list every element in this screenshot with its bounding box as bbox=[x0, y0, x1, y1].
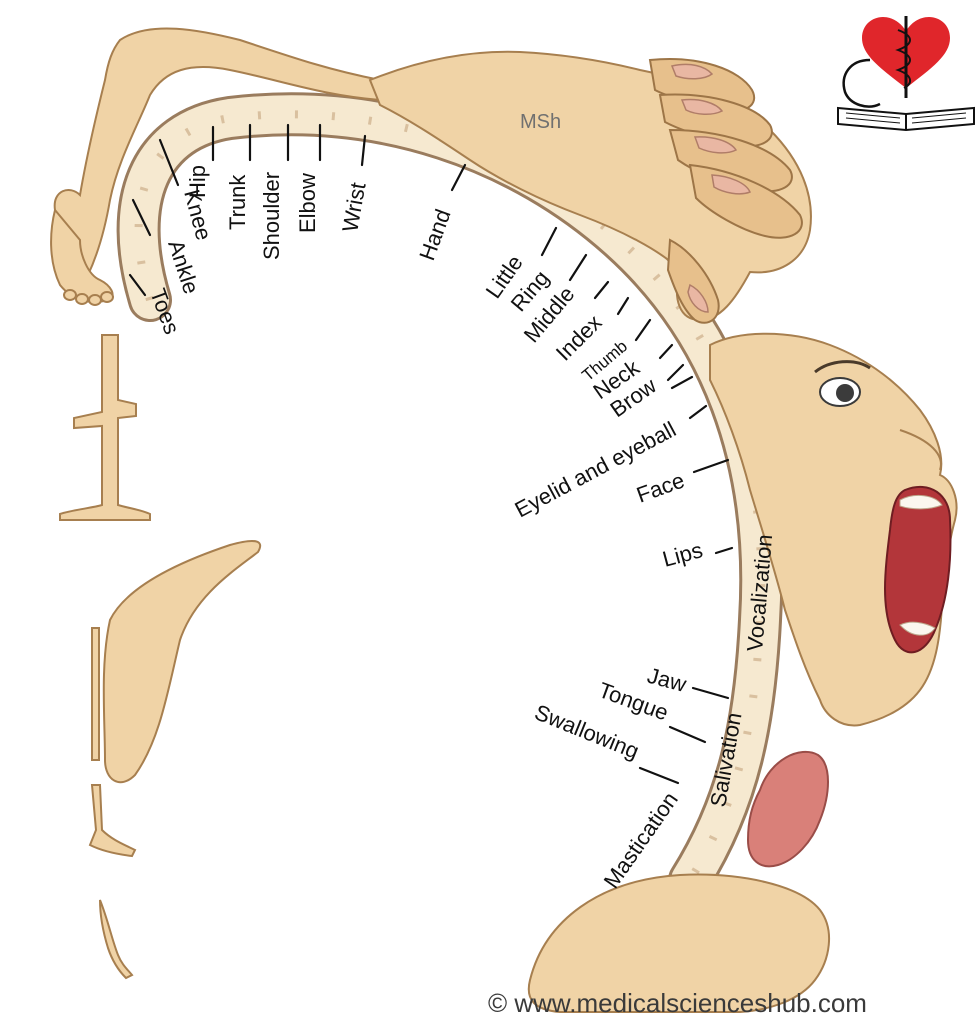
label-eyelid-and-eyeball: Eyelid and eyeball bbox=[511, 417, 680, 523]
left-side-figures bbox=[59, 334, 262, 980]
hand-figure-label: MSh bbox=[520, 111, 561, 133]
face-figure bbox=[709, 332, 958, 727]
label-trunk: Trunk bbox=[225, 174, 250, 230]
label-face: Face bbox=[633, 467, 688, 507]
arm-and-hand-figure: MSh bbox=[368, 50, 812, 324]
label-lips: Lips bbox=[660, 537, 705, 572]
label-shoulder: Shoulder bbox=[259, 172, 284, 260]
eye-icon bbox=[836, 384, 854, 402]
label-jaw: Jaw bbox=[645, 663, 689, 697]
label-hand: Hand bbox=[414, 206, 455, 264]
label-hip: Hip bbox=[185, 165, 210, 198]
label-tick-lines bbox=[128, 123, 734, 785]
heart-stethoscope-book-logo bbox=[837, 16, 975, 132]
stethoscope-icon bbox=[842, 58, 881, 108]
tongue-figure bbox=[527, 750, 831, 1013]
label-elbow: Elbow bbox=[295, 173, 320, 233]
mouth-icon bbox=[884, 485, 952, 654]
leg-figure bbox=[50, 27, 381, 306]
label-wrist: Wrist bbox=[337, 181, 370, 234]
tongue-icon bbox=[746, 750, 829, 868]
cortex-strip bbox=[116, 92, 784, 902]
watermark: © www.medicalscienceshub.com bbox=[488, 988, 867, 1018]
